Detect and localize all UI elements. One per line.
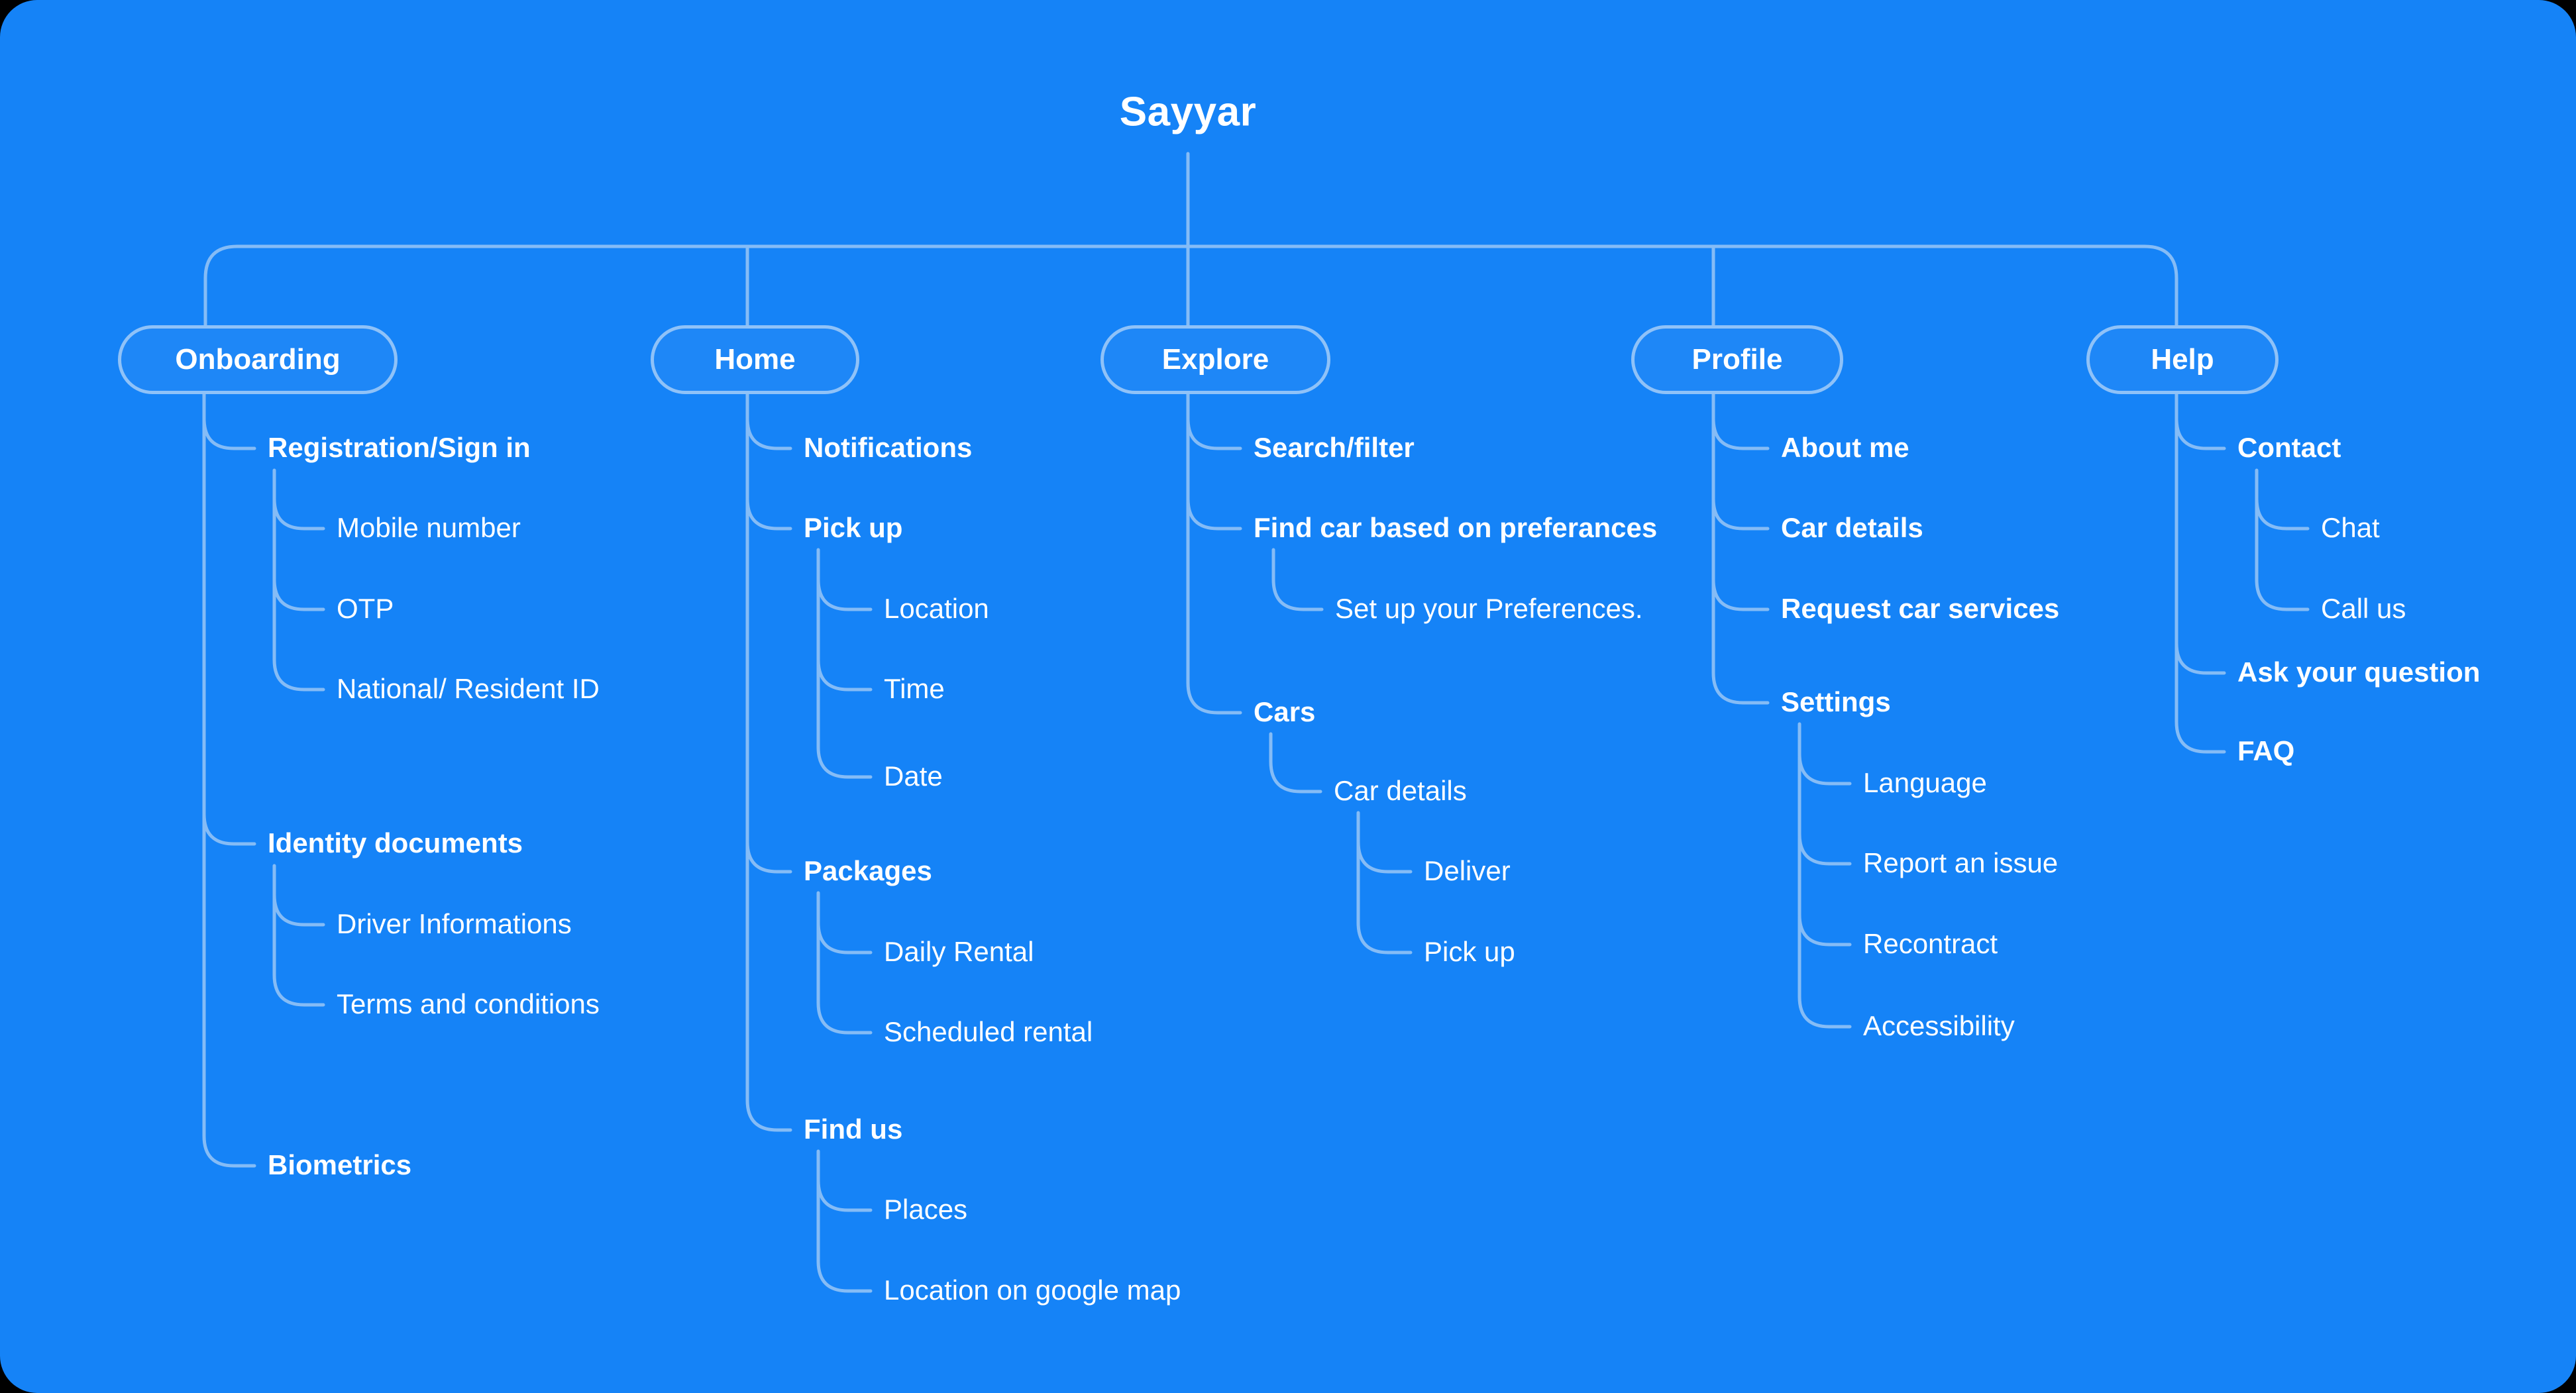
node-otp: OTP [337,593,394,625]
node-time: Time [884,673,945,705]
node-scheduled-rental: Scheduled rental [884,1016,1093,1048]
node-search-filter: Search/filter [1254,432,1415,464]
connector-pickup-location [816,578,873,611]
node-accessibility: Accessibility [1863,1010,2015,1042]
connector-home-notifications [745,417,792,450]
connector-settings-spine [1798,722,1852,1029]
node-find-us: Find us [804,1113,903,1145]
node-registration-sign-in: Registration/Sign in [268,432,531,464]
node-mobile-number: Mobile number [337,512,521,544]
node-contact: Contact [2237,432,2341,464]
connector-home-pickup [745,497,792,531]
node-location: Location [884,593,989,625]
branch-node-help: Help [2086,325,2279,394]
node-set-up-your-preferences: Set up your Preferences. [1335,593,1643,625]
connector-contact-spine [2255,468,2310,611]
connector-registration-spine [272,468,325,692]
branch-node-profile-label: Profile [1691,343,1783,376]
connector-help-ask [2174,641,2226,675]
branch-node-home-label: Home [714,343,796,376]
branch-node-onboarding: Onboarding [118,325,398,394]
connector-contact-chat [2255,497,2310,531]
node-national-resident-id: National/ Resident ID [337,673,600,705]
connector-trunk [203,244,2178,327]
connector-help-contact [2174,417,2226,450]
node-date: Date [884,760,943,792]
node-request-car-services: Request car services [1781,593,2060,625]
node-profile-car-details: Car details [1781,512,1923,544]
branch-node-explore-label: Explore [1161,343,1269,376]
node-call-us: Call us [2321,593,2406,625]
node-recontract: Recontract [1863,928,1998,960]
connector-explore-spine [1186,392,1242,715]
node-language: Language [1863,767,1987,799]
node-cars: Cars [1254,696,1316,728]
node-biometrics: Biometrics [268,1149,412,1181]
connector-settings-language [1798,752,1852,786]
connector-cardetails-spine [1356,811,1413,954]
node-terms-and-conditions: Terms and conditions [337,988,600,1020]
node-settings: Settings [1781,686,1891,718]
connector-onboarding-identity [202,812,256,846]
connector-packages-spine [816,891,873,1035]
node-report-an-issue: Report an issue [1863,847,2059,879]
connector-explore-search [1186,417,1242,450]
connector-profile-aboutme [1711,417,1770,450]
branch-node-profile: Profile [1631,325,1843,394]
node-places: Places [884,1194,968,1225]
connector-registration-otp [272,578,325,611]
branch-node-help-label: Help [2151,343,2214,376]
node-faq: FAQ [2237,735,2295,767]
node-ask-your-question: Ask your question [2237,656,2481,688]
node-identity-documents: Identity documents [268,827,523,859]
connector-identity-driver [272,893,325,927]
connector-registration-mobile [272,497,325,531]
node-notifications: Notifications [804,432,973,464]
connector-home-packages [745,840,792,874]
connector-cars-cardetails [1269,732,1322,794]
node-location-on-google-map: Location on google map [884,1274,1181,1306]
branch-node-home: Home [651,325,859,394]
node-about-me: About me [1781,432,1909,464]
connector-home-spine [745,392,792,1132]
branch-node-onboarding-label: Onboarding [175,343,341,376]
node-daily-rental: Daily Rental [884,936,1034,968]
connector-pickup-spine [816,548,873,779]
connector-profile-spine [1711,392,1770,705]
connector-onboarding-registration [202,417,256,450]
node-deliver: Deliver [1424,855,1511,887]
connector-pickup-time [816,658,873,692]
node-find-car-based-on-preferances: Find car based on preferances [1254,512,1658,544]
diagram-title: Sayyar [1119,89,1257,135]
node-cars-pick-up: Pick up [1424,936,1515,968]
node-packages: Packages [804,855,932,887]
branch-node-explore: Explore [1100,325,1330,394]
connector-profile-request [1711,578,1770,611]
connector-settings-recontract [1798,913,1852,947]
connector-explore-findcar [1186,497,1242,531]
connector-profile-cardetails [1711,497,1770,531]
connector-cardetails-deliver [1356,840,1413,874]
connector-findcar-setup [1271,548,1324,611]
connector-help-spine [2174,392,2226,754]
node-driver-informations: Driver Informations [337,908,572,940]
connector-findus-spine [816,1149,873,1293]
node-explore-car-details: Car details [1334,775,1467,807]
connector-packages-daily [816,921,873,954]
connector-settings-report [1798,832,1852,866]
connector-identity-spine [272,864,325,1007]
connector-onboarding-spine [202,392,256,1168]
node-chat: Chat [2321,512,2380,544]
node-pick-up: Pick up [804,512,903,544]
connector-findus-places [816,1178,873,1212]
